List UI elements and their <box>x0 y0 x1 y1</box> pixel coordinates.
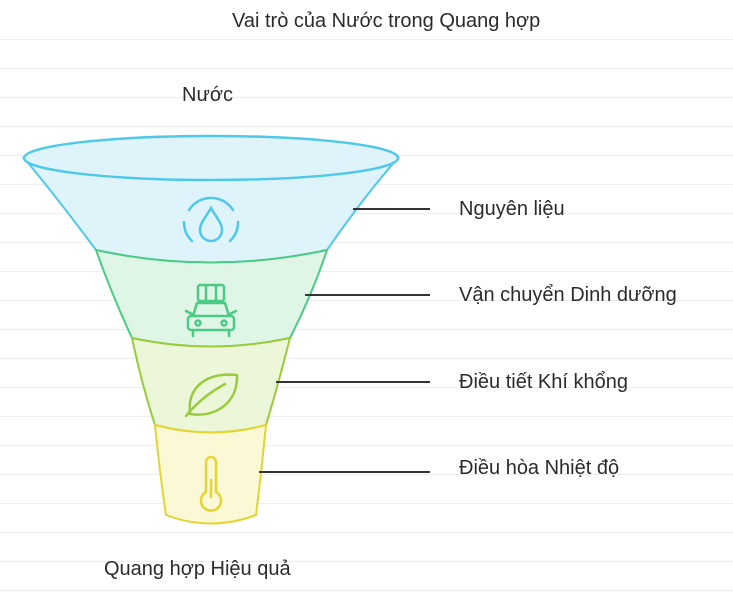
funnel-output-label: Quang hợp Hiệu quả <box>104 558 291 580</box>
stage-label-4: Điều hòa Nhiệt độ <box>459 457 620 479</box>
funnel-rim <box>22 134 400 182</box>
funnel-stage-2 <box>94 248 329 348</box>
funnel-stage-4 <box>153 423 268 525</box>
thermometer-icon <box>199 455 223 512</box>
stage-label-3: Điều tiết Khí khổng <box>459 371 628 393</box>
car-with-luggage-icon <box>184 283 238 338</box>
funnel-input-label: Nước <box>182 84 233 106</box>
water-drop-icon <box>182 196 240 243</box>
stage-label-2: Vận chuyển Dinh dưỡng <box>459 284 677 306</box>
stage-label-1: Nguyên liệu <box>459 198 565 220</box>
funnel-stage-1 <box>21 134 401 264</box>
leaf-icon <box>184 373 239 418</box>
diagram-title: Vai trò của Nước trong Quang hợp <box>232 10 541 32</box>
funnel-stage-3 <box>130 336 292 434</box>
